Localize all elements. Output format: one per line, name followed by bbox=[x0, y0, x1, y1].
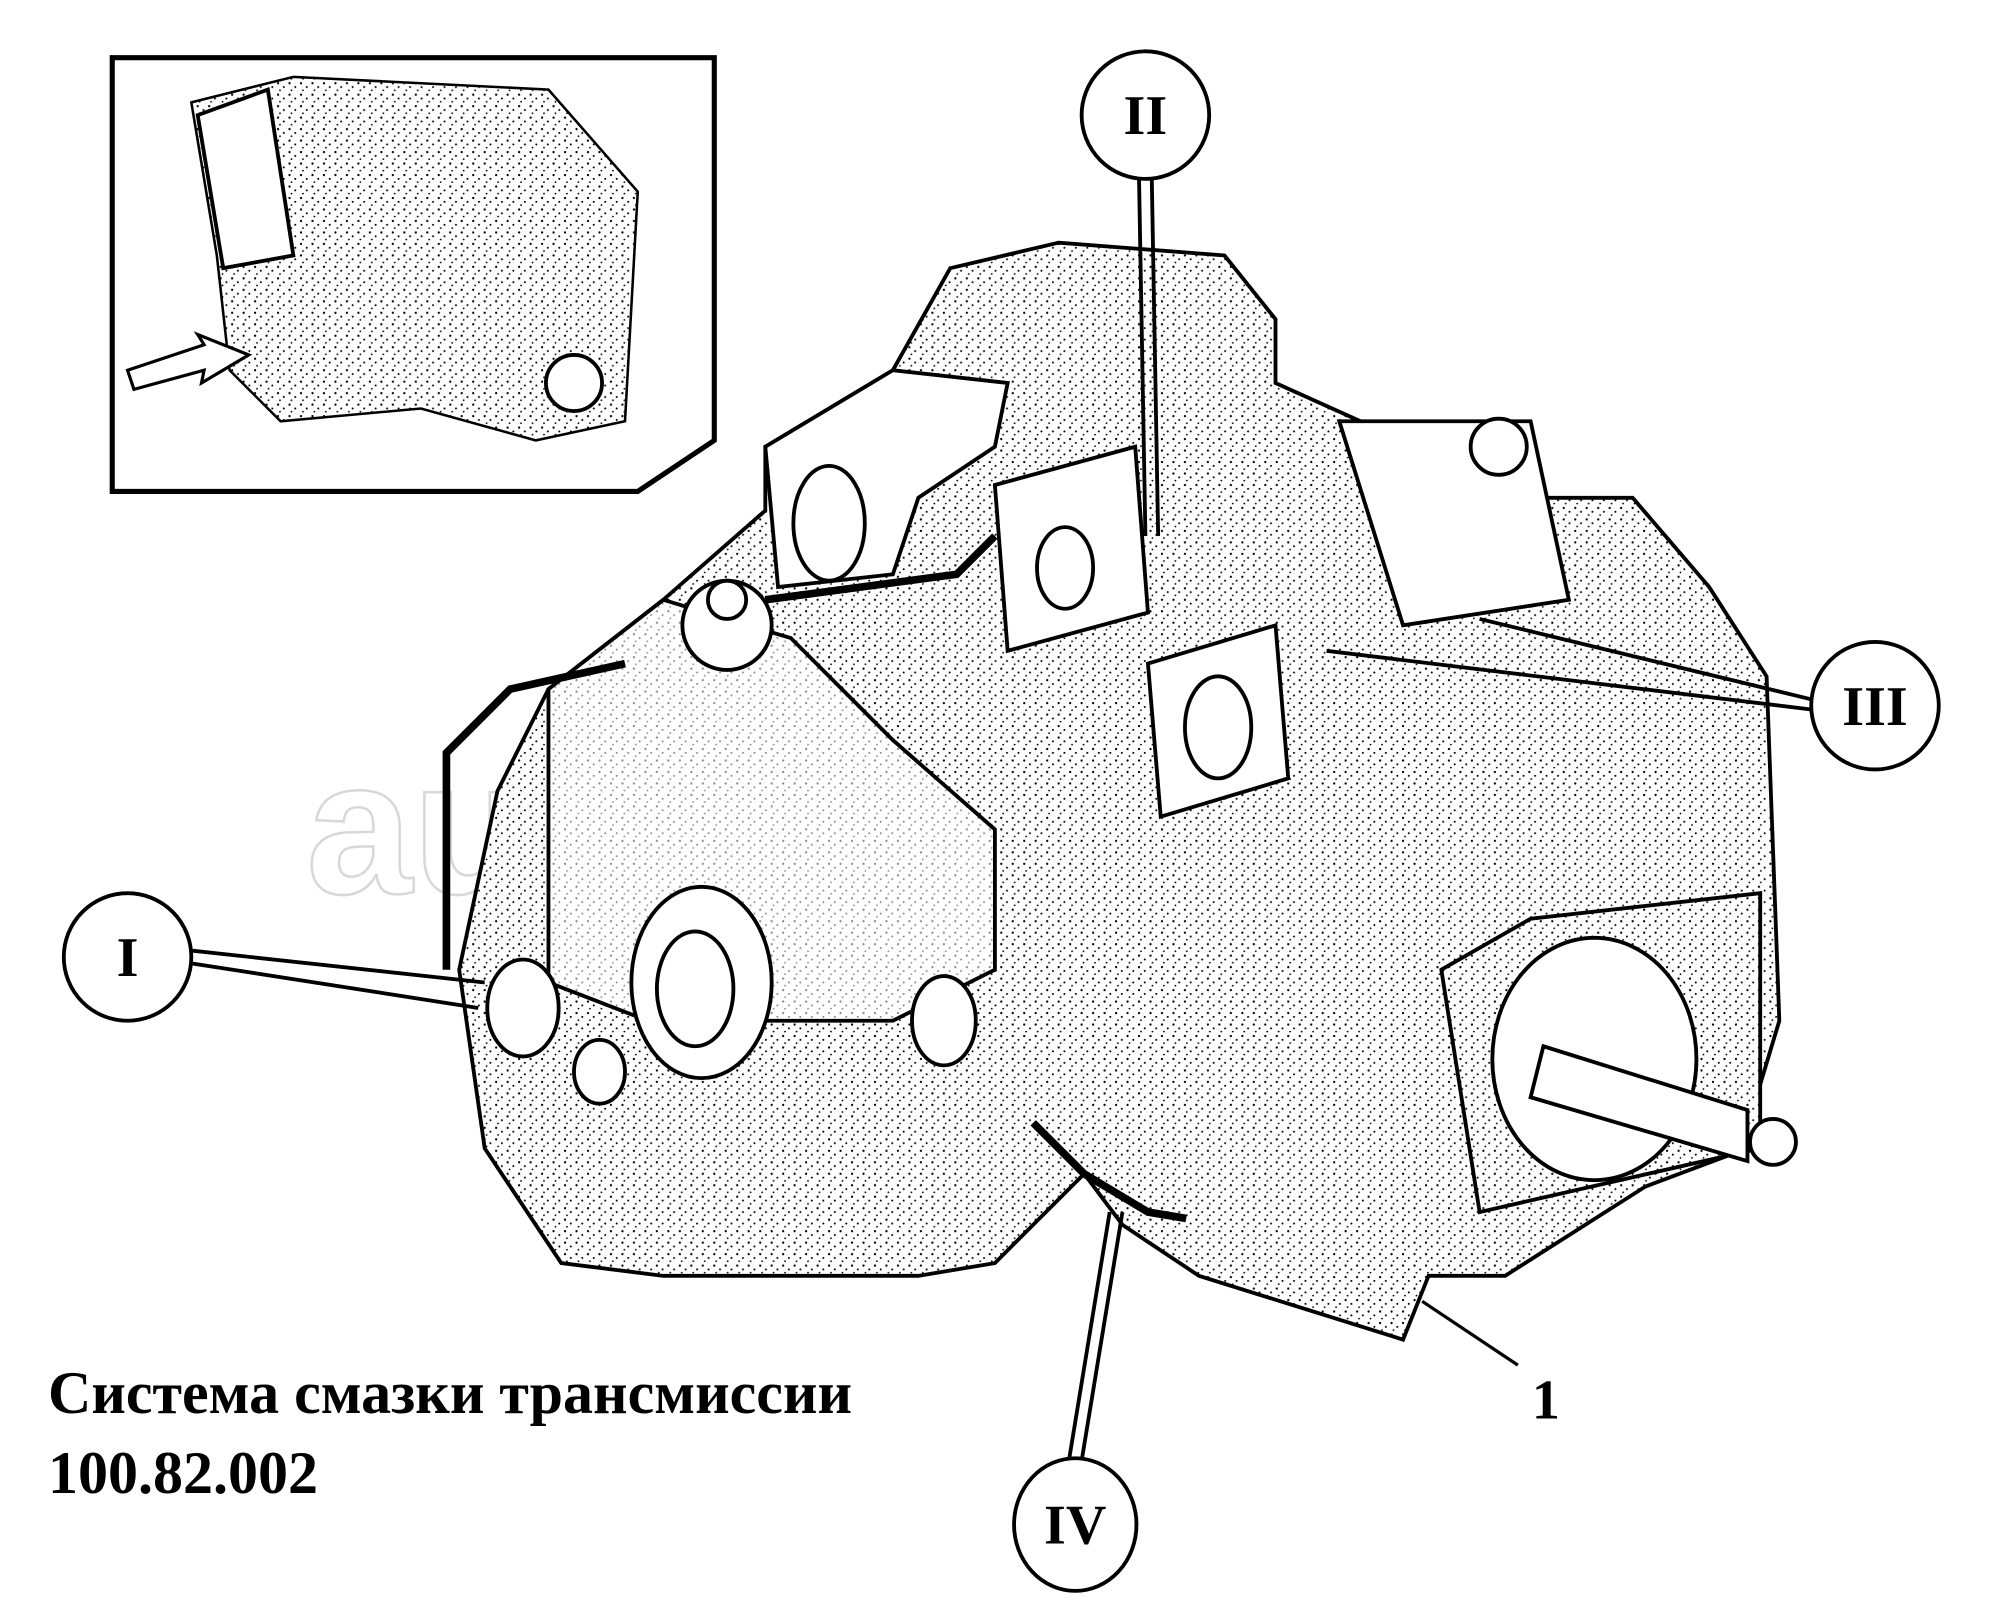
callout-label-iii: III bbox=[1842, 676, 1908, 738]
transmission-drawing bbox=[442, 240, 1798, 1342]
callout-label-i: I bbox=[117, 927, 139, 989]
diagram-code: 100.82.002 bbox=[48, 1440, 318, 1506]
callout-label-ii: II bbox=[1124, 85, 1168, 147]
diagram-title: Система смазки трансмиссии bbox=[48, 1360, 853, 1426]
callout-iv bbox=[1012, 1211, 1139, 1593]
part-1-label: 1 bbox=[1532, 1370, 1560, 1432]
callout-i bbox=[61, 891, 485, 1023]
callout-iii bbox=[1326, 617, 1941, 772]
part-1-leader bbox=[1421, 1300, 1519, 1367]
inset-overview bbox=[109, 55, 717, 494]
arrow-icon bbox=[125, 331, 253, 392]
callout-label-iv: IV bbox=[1044, 1495, 1106, 1557]
callout-ii bbox=[1079, 49, 1212, 537]
